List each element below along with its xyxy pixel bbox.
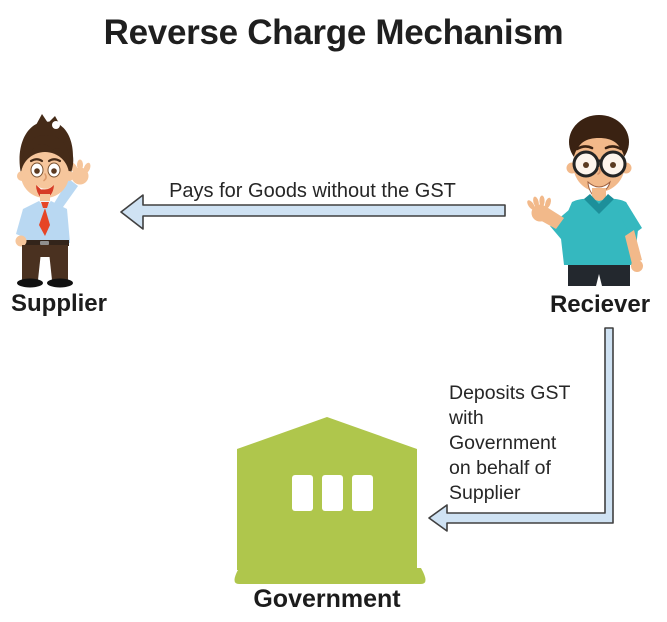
government-label: Government	[253, 585, 401, 613]
payment-flow-label: Pays for Goods without the GST	[169, 180, 456, 202]
receiver-figure-icon	[527, 115, 643, 286]
supplier-figure-icon	[15, 114, 91, 288]
deposit-arrow-icon	[428, 327, 614, 532]
payment-arrow-icon	[120, 194, 506, 230]
building-windows	[292, 475, 373, 511]
government-building-icon	[234, 417, 426, 584]
deposit-flow-label: Deposits GST with Government on behalf o…	[449, 382, 571, 504]
payment-arrow-shape	[120, 194, 506, 230]
receiver-label: Reciever	[549, 291, 651, 318]
page-title: Reverse Charge Mechanism	[103, 13, 564, 52]
building-base	[234, 568, 426, 584]
deposit-arrow-shape	[428, 327, 614, 532]
supplier-label: Supplier	[10, 290, 107, 317]
